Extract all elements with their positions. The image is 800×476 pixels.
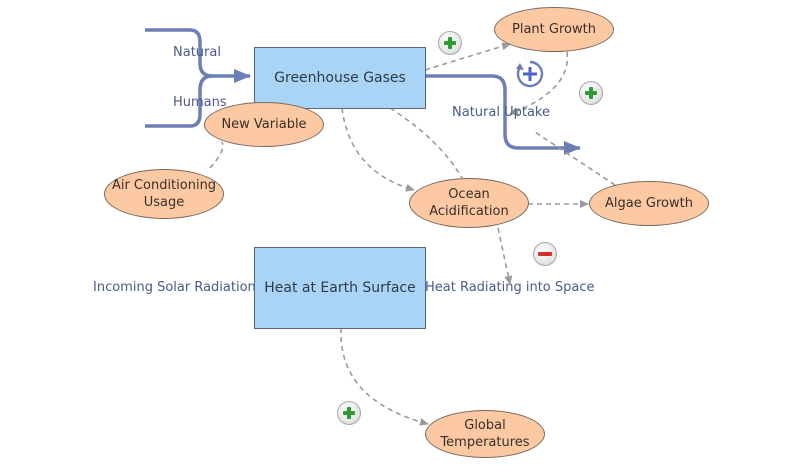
variable-global-temperatures[interactable]: Global Temperatures <box>425 410 545 458</box>
variable-new-variable[interactable]: New Variable <box>204 102 324 147</box>
link-ocean-to-heat-radiating[interactable] <box>497 227 513 285</box>
link-algae-to-natural-uptake[interactable] <box>534 131 616 186</box>
variable-air-conditioning-usage[interactable]: Air Conditioning Usage <box>104 169 224 219</box>
flow-label-incoming-solar-radiation[interactable]: Incoming Solar Radiation <box>93 280 256 295</box>
variable-new-variable-label: New Variable <box>221 117 307 132</box>
flow-label-humans[interactable]: Humans <box>173 95 227 110</box>
variable-ocean-acidification-label: Ocean Acidification <box>429 187 509 219</box>
link-plant-growth-to-natural-uptake[interactable] <box>509 51 569 115</box>
link-greenhouse-to-plant-growth[interactable] <box>424 42 511 71</box>
link-greenhouse-to-ocean-upper[interactable] <box>389 107 463 179</box>
link-greenhouse-to-ocean-acidification[interactable] <box>341 107 415 192</box>
flow-natural-uptake-pipe[interactable] <box>425 74 581 155</box>
variable-plant-growth-label: Plant Growth <box>512 22 596 37</box>
variable-algae-growth-label: Algae Growth <box>605 196 693 211</box>
link-heat-to-global-temperatures[interactable] <box>340 327 429 426</box>
polarity-plus-icon-heat-to-temps[interactable] <box>337 401 361 425</box>
stock-heat-at-earth-surface-label: Heat at Earth Surface <box>264 280 416 296</box>
polarity-plus-icon-plant-to-uptake[interactable] <box>579 81 603 105</box>
flow-label-natural-uptake[interactable]: Natural Uptake <box>452 105 550 120</box>
variable-global-temperatures-label: Global Temperatures <box>440 418 530 450</box>
stock-greenhouse-gases-label: Greenhouse Gases <box>274 70 406 86</box>
polarity-plus-icon-greenhouse-to-plant[interactable] <box>438 31 462 55</box>
reinforcing-loop-icon[interactable] <box>515 59 545 89</box>
variable-air-conditioning-usage-label: Air Conditioning Usage <box>111 178 217 210</box>
stock-greenhouse-gases[interactable]: Greenhouse Gases <box>254 47 426 109</box>
flow-label-heat-radiating-into-space[interactable]: Heat Radiating into Space <box>425 280 595 295</box>
polarity-minus-icon-acid-to-radiating[interactable] <box>533 242 557 266</box>
variable-plant-growth[interactable]: Plant Growth <box>494 7 614 52</box>
flow-label-natural[interactable]: Natural <box>173 45 221 60</box>
flow-humans-pipe[interactable] <box>145 74 213 128</box>
link-air-conditioning-to-new-variable[interactable] <box>209 141 224 169</box>
variable-ocean-acidification[interactable]: Ocean Acidification <box>409 178 529 228</box>
variable-algae-growth[interactable]: Algae Growth <box>589 181 709 226</box>
stock-heat-at-earth-surface[interactable]: Heat at Earth Surface <box>254 247 426 329</box>
